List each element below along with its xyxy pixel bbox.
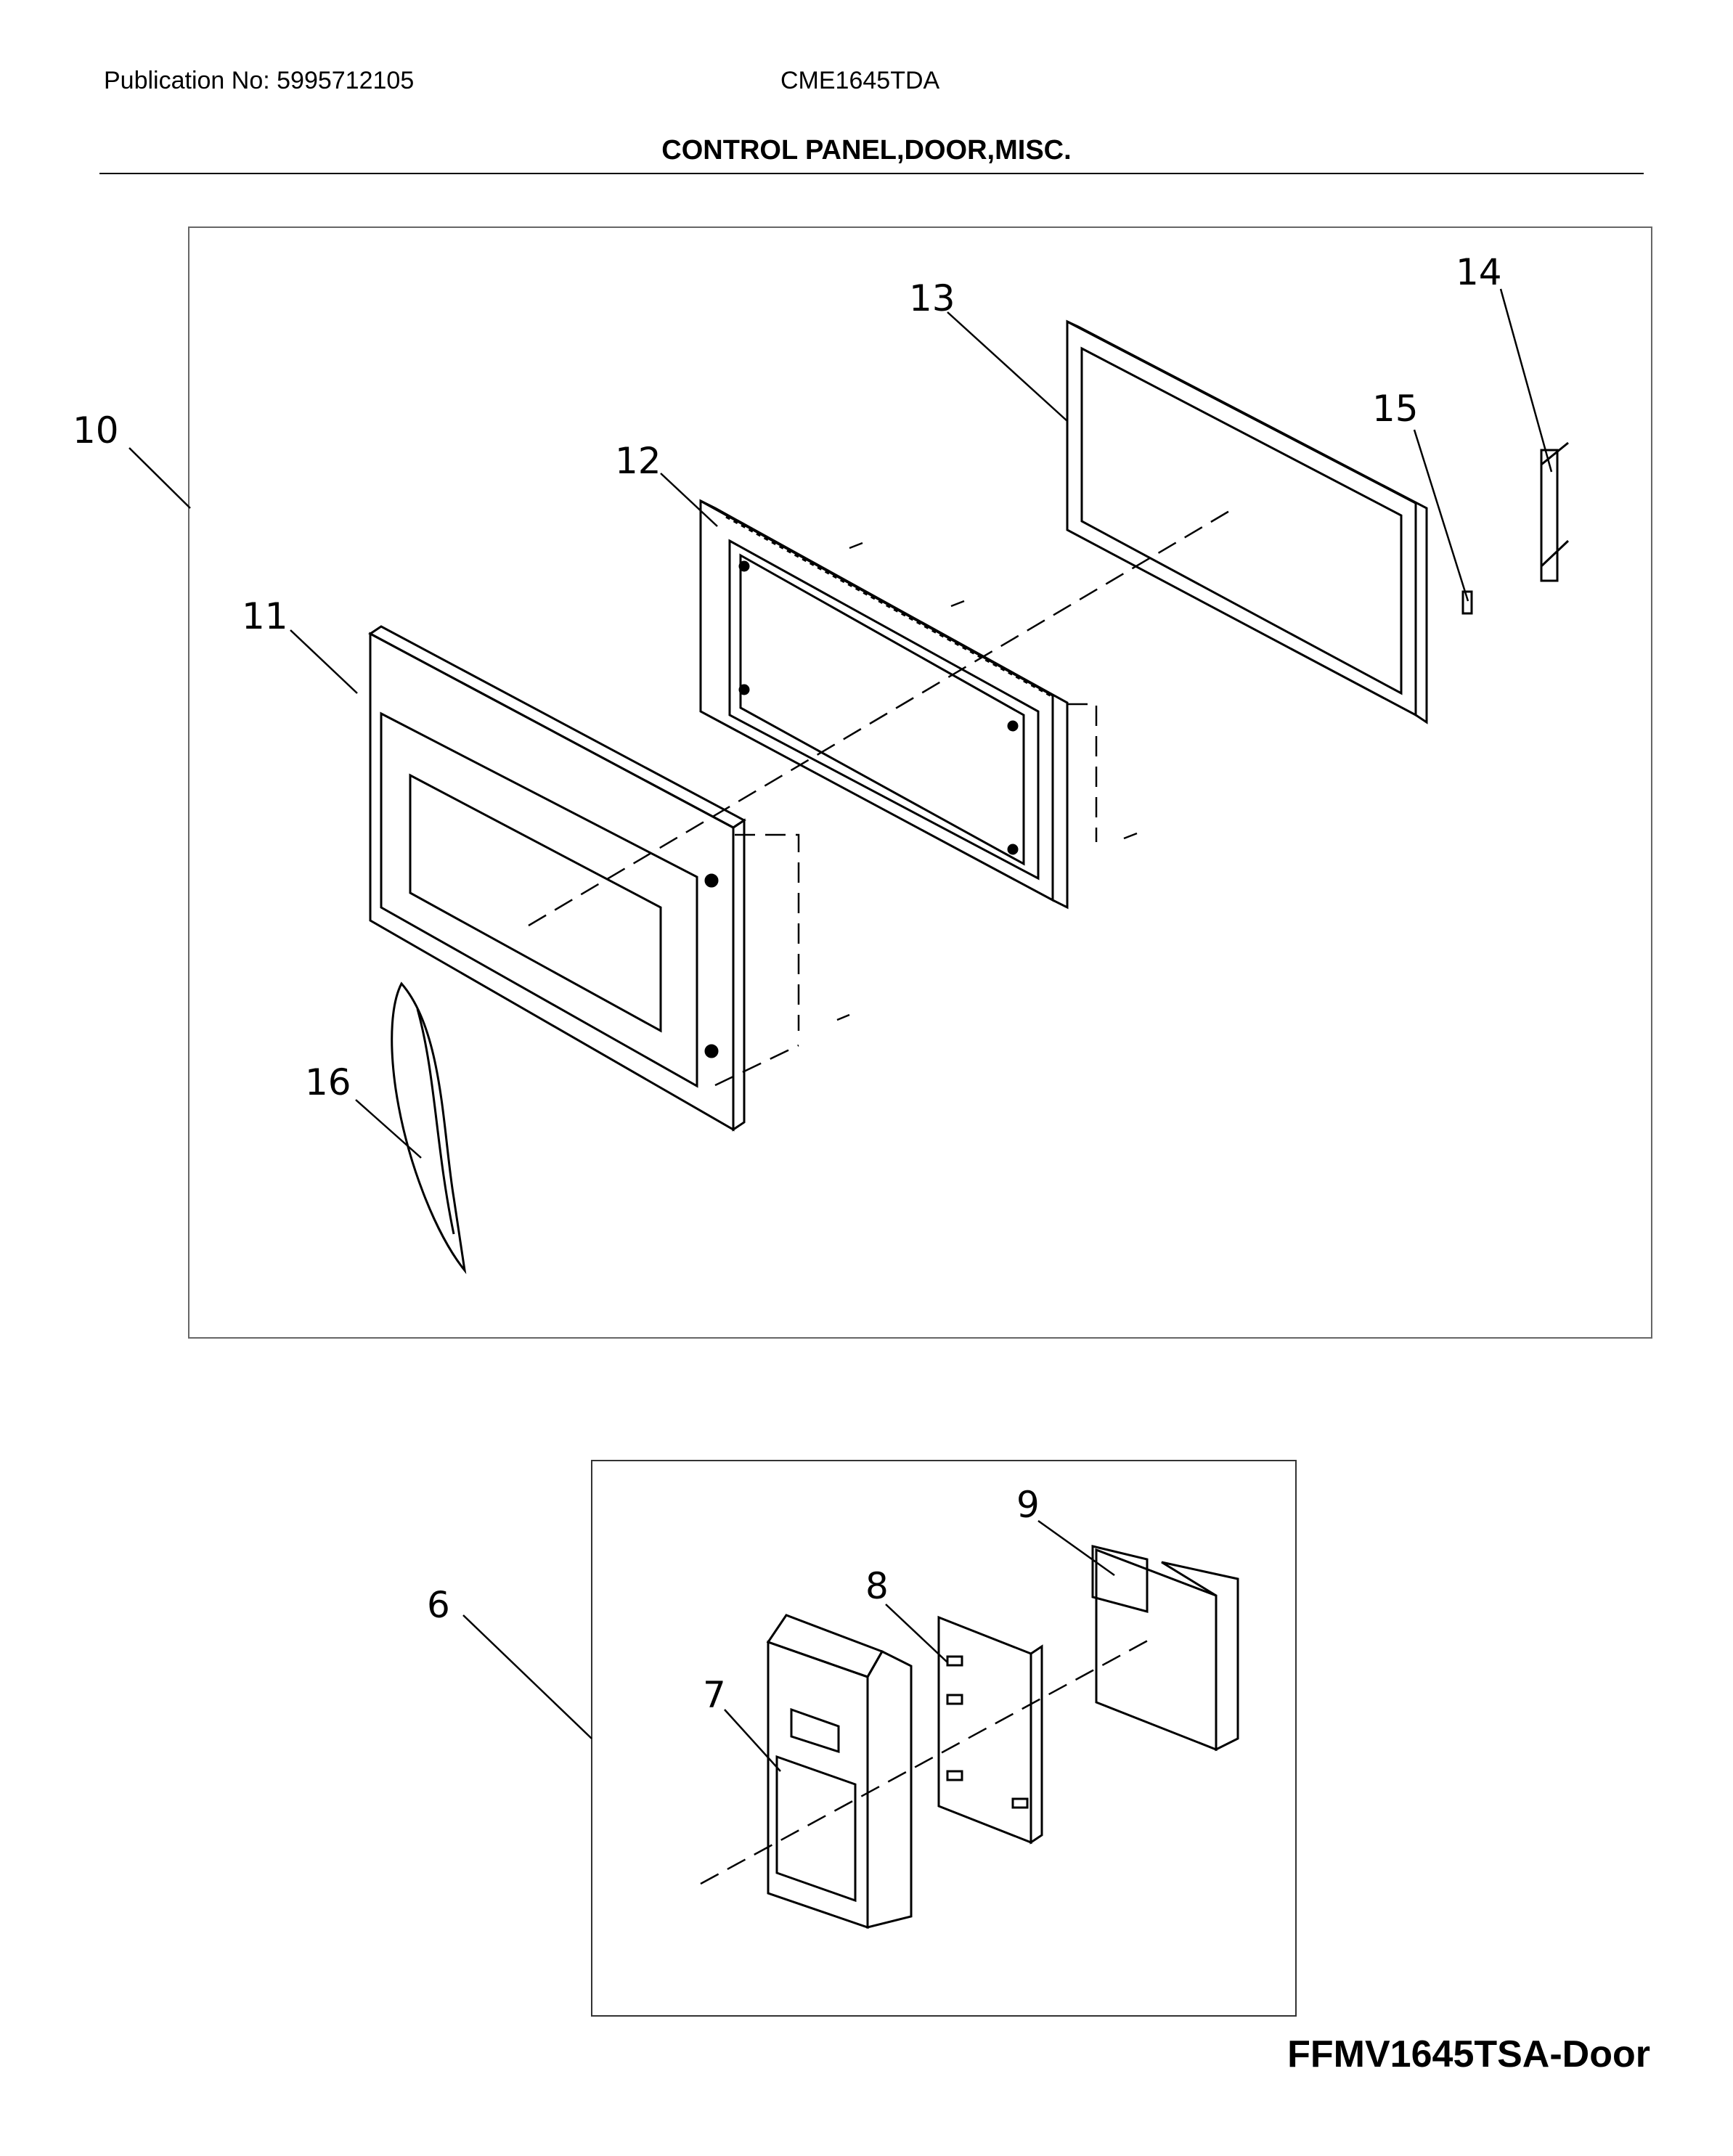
leader-lines-upper	[129, 288, 1553, 1159]
screws	[836, 542, 1138, 1021]
assembly-guide-lines	[528, 507, 1235, 1087]
publication-number: Publication No: 5995712105	[104, 67, 415, 94]
callout-10: 10	[73, 409, 119, 452]
control-board-bracket	[937, 1615, 1043, 1845]
callout-11: 11	[242, 595, 288, 637]
door-outer-panel	[368, 625, 746, 1132]
callout-12: 12	[615, 440, 661, 482]
door-inner-frame	[699, 499, 1069, 910]
leader-lines-lower	[462, 1519, 1115, 1772]
assembly-guide-lines-lower	[700, 1636, 1155, 1885]
callout-8: 8	[865, 1565, 889, 1607]
callout-14: 14	[1456, 251, 1502, 293]
control-panel-front	[766, 1614, 913, 1930]
door-latch	[1540, 441, 1570, 582]
callout-7: 7	[703, 1674, 726, 1716]
header-divider	[99, 173, 1644, 174]
page-title: CONTROL PANEL,DOOR,MISC.	[661, 135, 1072, 166]
door-choke-frame	[1066, 319, 1428, 724]
callout-13: 13	[909, 277, 955, 319]
callout-9: 9	[1016, 1484, 1040, 1526]
door-assembly-frame	[188, 226, 1652, 1339]
callout-15: 15	[1372, 388, 1419, 430]
model-number: CME1645TDA	[780, 67, 940, 94]
callout-6: 6	[427, 1584, 450, 1626]
door-handle	[391, 981, 467, 1275]
callout-16: 16	[305, 1061, 351, 1103]
latch-spring	[1461, 590, 1473, 615]
diagram-reference-label: FFMV1645TSA-Door	[1287, 2033, 1650, 2075]
control-board-box	[1091, 1545, 1239, 1752]
